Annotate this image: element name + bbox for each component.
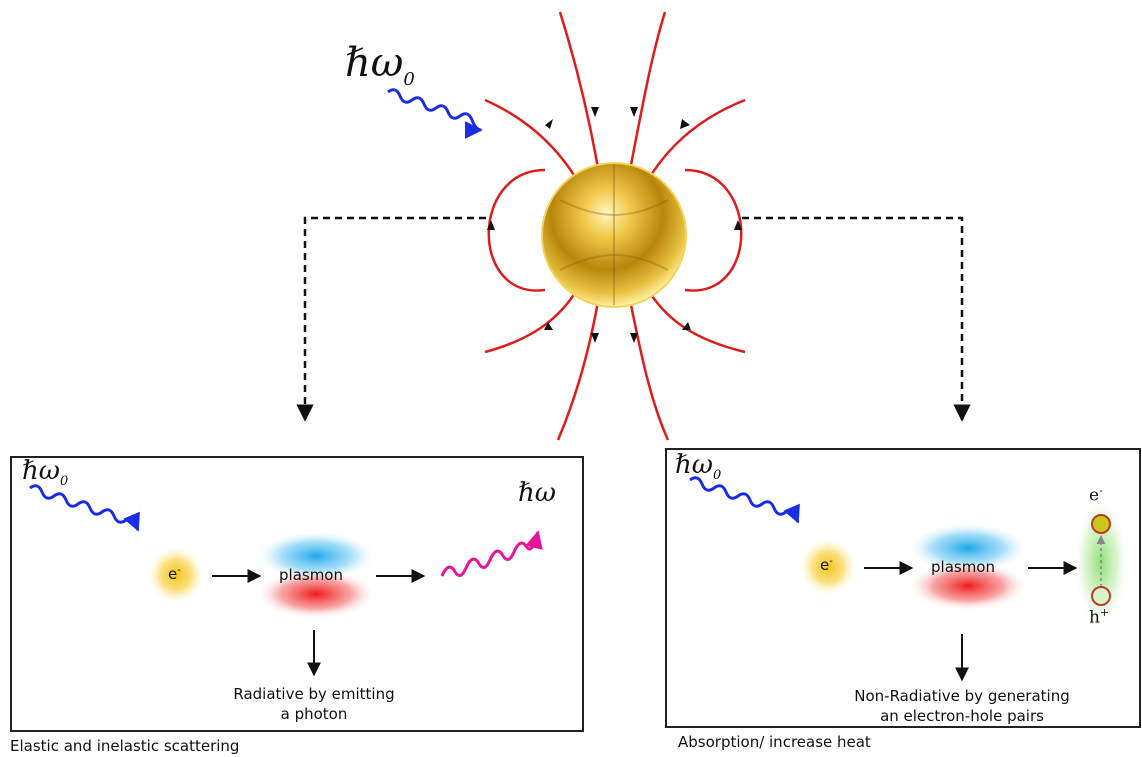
main-photon-wave (387, 88, 483, 139)
dashed-connectors (296, 216, 971, 422)
left-panel-box (10, 456, 584, 732)
right-plasmon-minus (910, 562, 1026, 610)
left-electron-glow (148, 547, 204, 603)
left-plasmon-minus (258, 570, 374, 618)
left-electron-label: e- (168, 565, 181, 583)
pair-electron-label: e- (1089, 484, 1103, 506)
right-electron-glow (800, 539, 856, 595)
left-photon-out-label: ℏω (518, 478, 556, 508)
right-result-text: Non-Radiative by generating an electron-… (854, 687, 1070, 725)
right-panel-box (665, 448, 1141, 728)
left-photon-in-label: ℏω0 (22, 456, 69, 490)
pair-electron-dot (1091, 514, 1111, 534)
pair-hole-label: h+ (1089, 606, 1110, 628)
right-caption: Absorption/ increase heat (678, 733, 871, 751)
left-photon-in-wave (29, 484, 140, 532)
left-plasmon-label: plasmon (279, 566, 343, 584)
left-caption: Elastic and inelastic scattering (10, 737, 240, 755)
left-result-text: Radiative by emitting a photon (233, 685, 395, 723)
left-plasmon-plus (258, 532, 374, 580)
gold-nanoparticle (541, 162, 687, 308)
right-plasmon-label: plasmon (931, 558, 995, 576)
pair-hole-dot (1091, 586, 1111, 606)
right-plasmon-plus (910, 524, 1026, 572)
main-photon-label: ℏω0 (345, 40, 415, 90)
nanoparticle-inner-lines (559, 165, 669, 305)
field-arrowheads (487, 107, 742, 343)
right-photon-in-label: ℏω0 (675, 450, 722, 484)
left-photon-out-wave (440, 530, 543, 577)
right-electron-label: e- (820, 556, 833, 574)
right-photon-in-wave (689, 476, 800, 524)
